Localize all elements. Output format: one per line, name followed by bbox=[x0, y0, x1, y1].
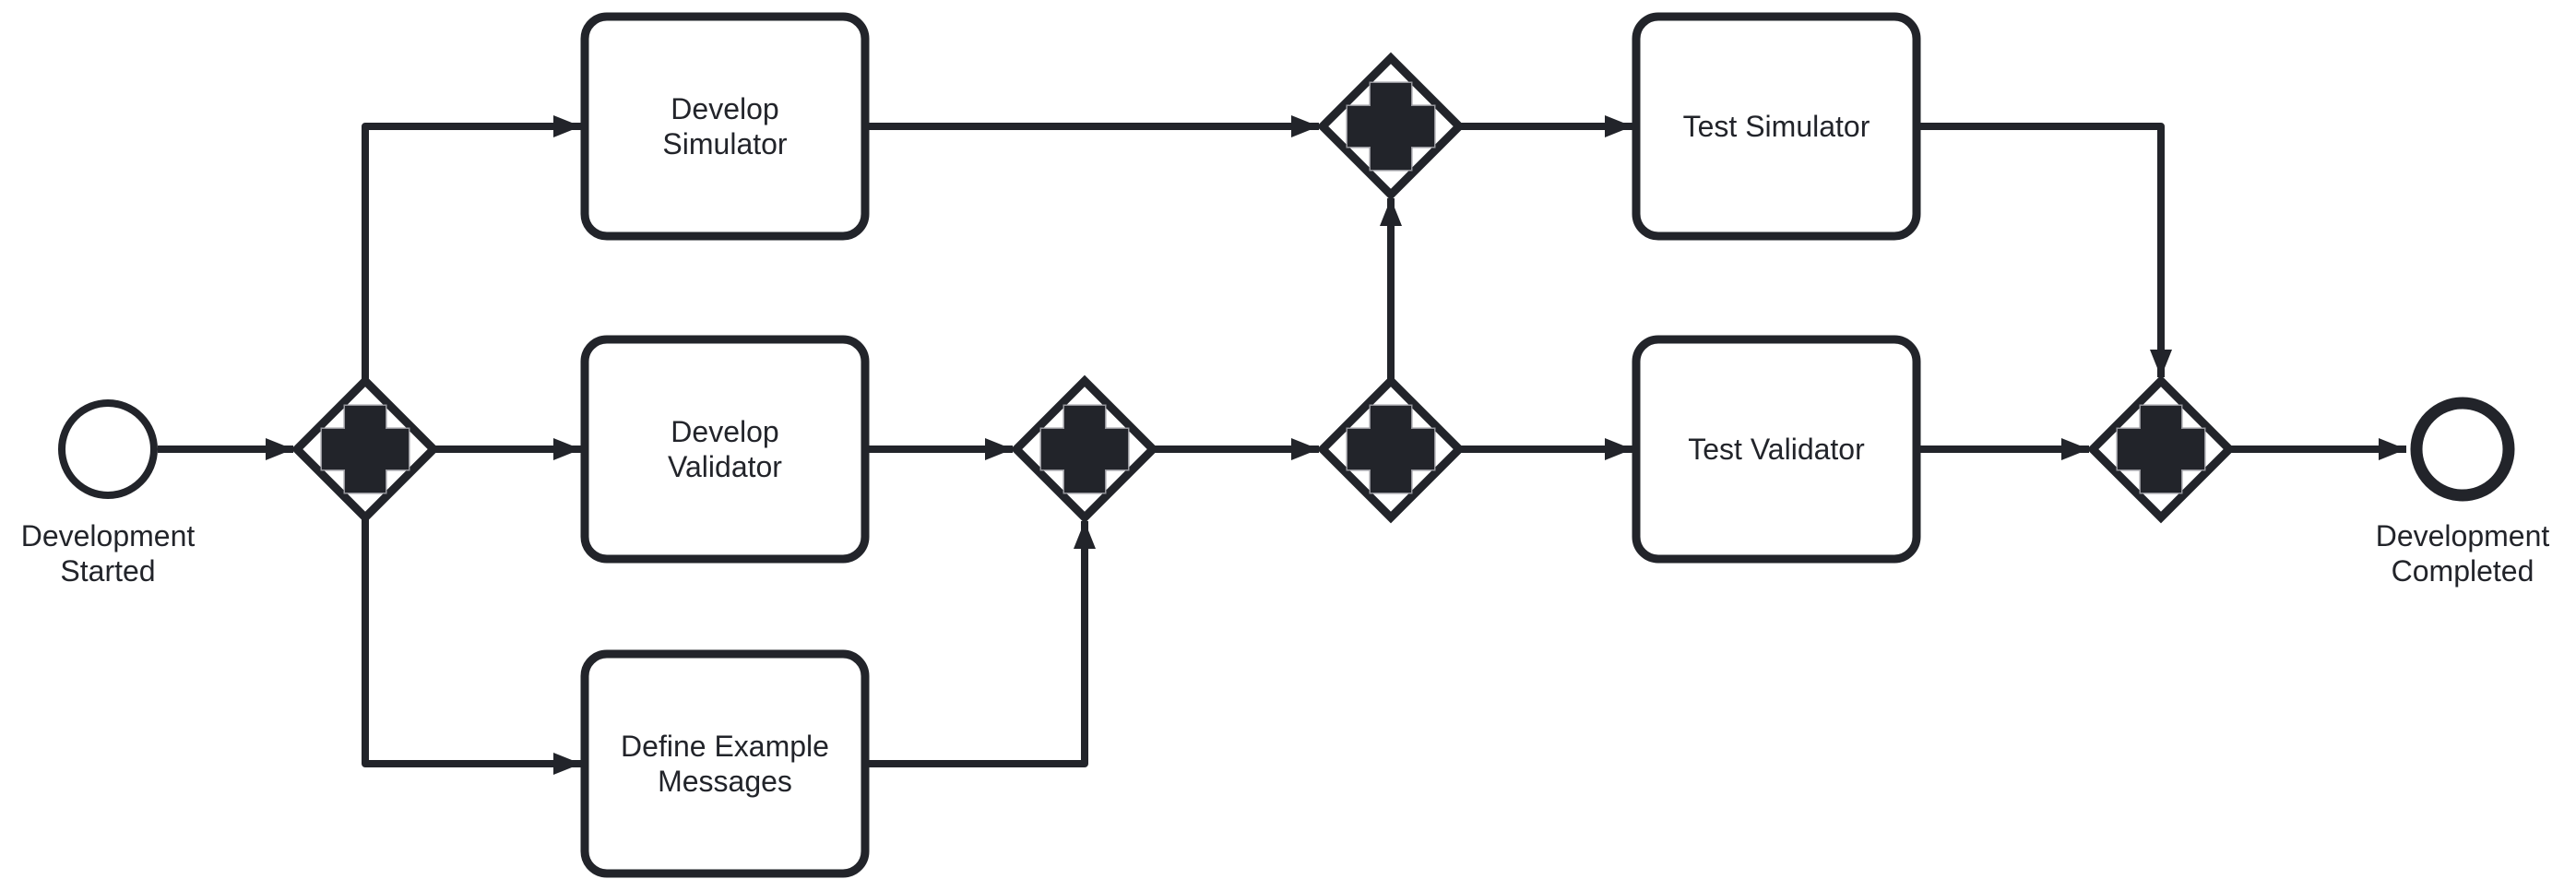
gateway-join-before-end[interactable] bbox=[2086, 374, 2236, 524]
task-test-validator-shape[interactable] bbox=[1632, 335, 1921, 564]
task-develop-simulator-shape[interactable] bbox=[580, 12, 870, 241]
flow-test-simulator-to-end-join[interactable] bbox=[1917, 123, 2172, 377]
gateway-join-before-test-simulator[interactable] bbox=[1316, 52, 1466, 201]
gateway-split-before-testing[interactable] bbox=[1316, 374, 1466, 524]
plus-icon bbox=[1039, 404, 1130, 494]
task-develop-validator-shape[interactable] bbox=[580, 335, 870, 564]
flow-define-example-messages-to-join[interactable] bbox=[865, 521, 1096, 767]
end-event-circle[interactable] bbox=[2410, 397, 2515, 502]
start-event-circle[interactable] bbox=[58, 399, 158, 499]
task-test-simulator-shape[interactable] bbox=[1632, 12, 1921, 241]
plus-icon bbox=[2116, 404, 2206, 494]
task-define-example-messages-shape[interactable] bbox=[580, 649, 870, 878]
flow-split-to-develop-simulator[interactable] bbox=[362, 115, 581, 381]
gateway-join-validator-messages[interactable] bbox=[1010, 374, 1159, 524]
plus-icon bbox=[1346, 404, 1436, 494]
gateway-split-after-start[interactable] bbox=[291, 374, 440, 524]
plus-icon bbox=[320, 404, 410, 494]
plus-icon bbox=[1346, 81, 1436, 172]
flow-split-to-define-example-messages[interactable] bbox=[362, 517, 581, 775]
